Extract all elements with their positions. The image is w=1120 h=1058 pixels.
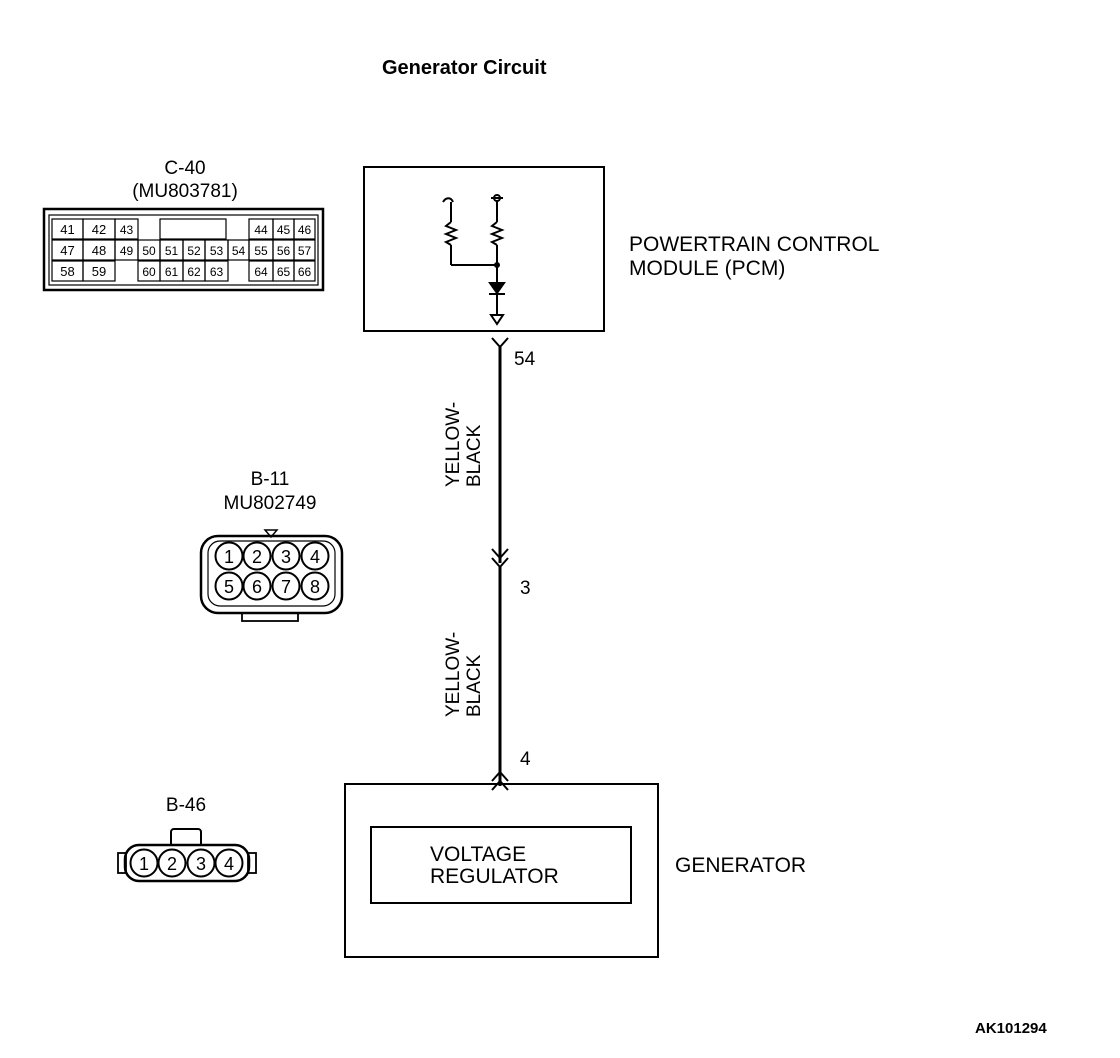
pcm-internal-circuit-icon [442, 194, 506, 326]
connector-c40-inner [48, 214, 319, 286]
connector-c40-pin-label: 53 [210, 244, 224, 258]
connector-b11-pin [242, 571, 272, 601]
connector-c40-pin-label: 46 [298, 223, 312, 237]
connector-c40-pin-label: 66 [298, 265, 312, 279]
connector-c40-pin-label: 44 [254, 223, 268, 237]
pcm-terminal-54-icon [491, 337, 509, 349]
generator-terminal-label: 4 [520, 749, 531, 770]
connector-c40-pin-label: 60 [142, 265, 156, 279]
wire-upper-color-line1: YELLOW- [443, 402, 464, 487]
wire-lower-color-line1: YELLOW- [443, 632, 464, 717]
connector-c40-pin-label: 55 [254, 244, 268, 258]
connector-c40-cell [293, 239, 316, 261]
junction-terminal-label: 3 [520, 578, 531, 599]
pcm-box [363, 166, 605, 332]
connector-c40-pin-label: 54 [232, 244, 246, 258]
voltage-regulator-line1: VOLTAGE [430, 843, 526, 866]
wire-upper-color-line2: BLACK [464, 424, 485, 487]
connector-b46-pin [157, 848, 187, 878]
connector-c40-cell [82, 260, 116, 282]
connector-b11-pin [271, 571, 301, 601]
connector-c40-cell [293, 218, 316, 240]
connector-c40-pin-label: 41 [60, 222, 74, 237]
connector-c40-cells: 41 42 43 44 45 46 47 48 49 50 51 52 53 54 55 56 57 58 59 60… [51, 218, 316, 282]
connector-b46-pin-label: 2 [167, 854, 177, 874]
connector-b46-pin-label: 4 [224, 854, 234, 874]
connector-c40-pin-label: 47 [60, 243, 74, 258]
connector-b11-inner [207, 540, 336, 607]
generator-box [344, 783, 659, 958]
connector-c40: C-40 (MU803781) 41 42 43 44 45 46 47 48 49 50 51 52… [42, 158, 325, 292]
connector-b11-pin-label: 7 [281, 577, 291, 597]
connector-b11-pin [271, 541, 301, 571]
connector-b11-pin-label: 5 [224, 577, 234, 597]
pcm-terminal-label: 54 [514, 349, 536, 370]
connector-c40-pin-label: 49 [120, 244, 134, 258]
connector-b11-pin-label: 6 [252, 577, 262, 597]
connector-b11-tab [241, 612, 299, 622]
connector-c40-cell [293, 260, 316, 282]
connector-c40-pin-label: 59 [92, 264, 106, 279]
connector-c40-pin-label: 61 [165, 265, 179, 279]
pcm-label-line1: POWERTRAIN CONTROL [629, 233, 879, 256]
connector-c40-outer [42, 207, 325, 292]
connector-c40-pin-label: 58 [60, 264, 74, 279]
connector-b11-latch-icon [263, 529, 279, 539]
voltage-regulator-line2: REGULATOR [430, 865, 559, 888]
connector-b46-pin [214, 848, 244, 878]
connector-b11-pin [300, 571, 330, 601]
connector-b11-pin-label: 2 [252, 547, 262, 567]
connector-c40-pin-label: 42 [92, 222, 106, 237]
connector-c40-pin-label: 51 [165, 244, 179, 258]
connector-b11-part: MU802749 [224, 493, 317, 514]
connector-b11-pin [242, 541, 272, 571]
connector-c40-pin-label: 62 [187, 265, 201, 279]
pcm-label-line2: MODULE (PCM) [629, 257, 785, 280]
generator-terminal-4-icon [491, 770, 509, 791]
connector-b46-name: B-46 [166, 795, 206, 816]
connector-b11-pin-label: 8 [310, 577, 320, 597]
connector-c40-pin-label: 65 [277, 265, 291, 279]
pcm-module: POWERTRAIN CONTROL MODULE (PCM) [363, 166, 879, 332]
generator-label: GENERATOR [675, 854, 806, 877]
connector-c40-pin-label: 43 [120, 223, 134, 237]
connector-c40-pin-label: 50 [142, 244, 156, 258]
connector-c40-cell [204, 260, 229, 282]
connector-b46-ear-right [247, 852, 257, 874]
connector-c40-pin-label: 56 [277, 244, 291, 258]
connector-b46-ear-left [117, 852, 127, 874]
connector-c40-part: (MU803781) [132, 181, 238, 202]
diagram-title: Generator Circuit [382, 57, 547, 79]
connector-b46-pin-label: 3 [196, 854, 206, 874]
voltage-regulator-box [370, 826, 632, 904]
connector-c40-cell [114, 218, 139, 240]
connector-b11-pin-label: 1 [224, 547, 234, 567]
generator-module: VOLTAGE REGULATOR GENERATOR [344, 783, 806, 958]
connector-c40-name: C-40 [164, 158, 205, 179]
connector-b46-pin-label: 1 [139, 854, 149, 874]
connector-c40-pin-label: 45 [277, 223, 291, 237]
connector-b11-pin [300, 541, 330, 571]
connector-c40-key [159, 218, 227, 240]
connector-c40-pin-label: 64 [254, 265, 268, 279]
connector-c40-pin-label: 57 [298, 244, 312, 258]
connector-b11-name: B-11 [251, 469, 290, 490]
connector-b11-pin-label: 3 [281, 547, 291, 567]
connector-b11-pin-label: 4 [310, 547, 320, 567]
connector-c40-pin-label: 52 [187, 244, 201, 258]
connector-c40-pin-label: 63 [210, 265, 224, 279]
connector-c40-pin-label: 48 [92, 243, 106, 258]
wire-lower-color-line2: BLACK [464, 654, 485, 717]
image-code: AK101294 [975, 1020, 1047, 1037]
